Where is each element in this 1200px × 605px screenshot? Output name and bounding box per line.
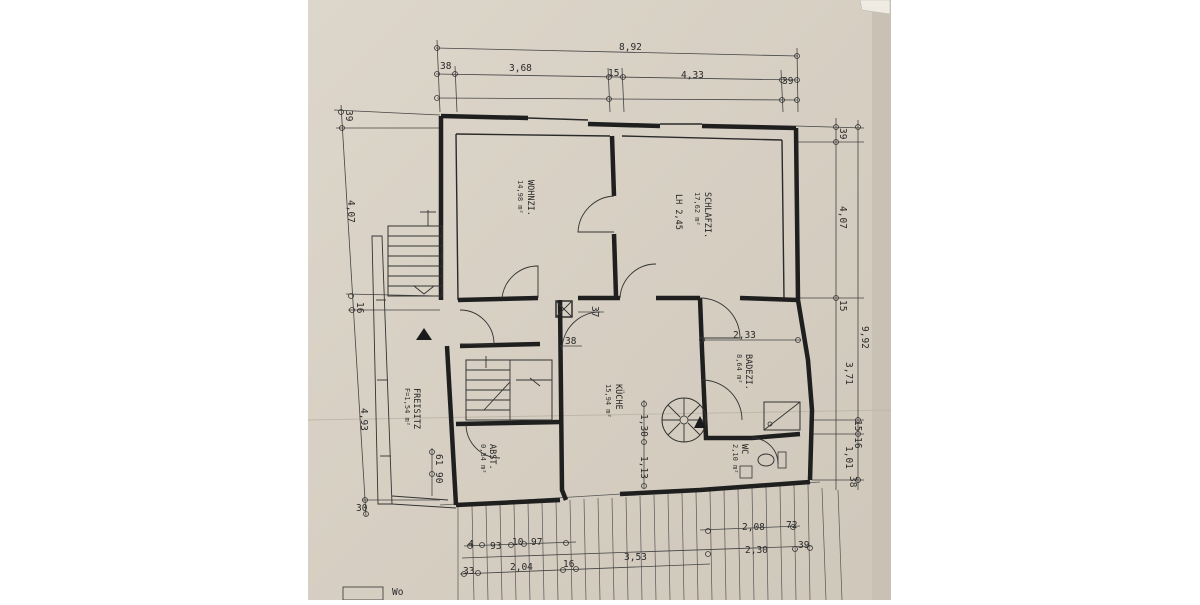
dim-bot-97: 97 [531,537,542,548]
bath-fixtures [739,401,801,479]
room-freisitz-name: FREISITZ [411,388,421,429]
dim-left-30: 30 [356,503,368,514]
dim-top-39: 39 [782,76,794,87]
room-wc-area: 2,10 m² [731,444,739,474]
dim-left-407: 4,07 [345,200,356,223]
dim-left-16: 16 [354,302,365,314]
room-schlafzi-area: 17,62 m² [693,192,701,226]
paper-edge [872,0,891,600]
room-schlafzi-name: SCHLAFZI. [702,192,712,238]
room-kueche-area: 15,94 m² [604,384,612,418]
dim-bot-4: 4 [468,539,474,550]
dim-bot-204: 2,04 [510,562,533,573]
right-dimension-chain: 39 4,07 15 9,92 3,71 15 16 1,01 38 [795,118,870,490]
dim-right-371: 3,71 [843,362,854,385]
room-wohnzi-area: 14,98 m² [516,180,524,214]
dim-inner-233: 2,33 [733,330,756,341]
dim-top-433: 4,33 [681,70,704,81]
dim-right-992: 9,92 [859,326,870,349]
room-badezi-area: 8,64 m² [735,354,743,384]
inner-dimensions: 2,33 37 38 1,30 1,13 61 90 [429,306,801,496]
outer-walls [438,113,815,508]
dim-right-407: 4,07 [837,206,848,229]
dim-bot-208: 2,08 [742,522,765,533]
text-wo: Wo [392,587,404,598]
dim-bot-230: 2,30 [745,545,768,556]
dim-inner-90: 90 [433,472,444,484]
dim-right-15: 15 [837,300,848,311]
room-wc-name: WC [739,444,749,454]
dim-bot-93: 93 [490,541,501,552]
interior-stairs [465,356,553,421]
entrance-arrow [416,328,432,340]
inner-walls [455,135,801,501]
paper-corner [859,0,891,15]
dim-inner-113: 1,13 [638,456,649,479]
dim-left-39: 39 [343,110,354,122]
dim-right-38: 38 [847,476,858,488]
dim-top-38: 38 [440,61,452,72]
bottom-dimension-chain: 4 93 10 97 2,08 72 3,53 2,30 39 33 2,04 … [342,520,813,601]
room-abst-area: 0,84 m² [479,444,487,474]
chimney [555,300,573,318]
dim-bot-16: 16 [563,559,575,570]
dim-bot-39: 39 [798,540,810,551]
top-dimension-chain: 8,92 38 3,68 15 4,33 39 [434,39,800,113]
dim-top-15: 15 [608,68,619,79]
left-dimension-chain: 39 4,07 16 4,93 30 [333,104,441,517]
toilet [757,453,775,467]
spiral-stair [661,397,707,443]
dim-inner-130: 1,30 [638,414,649,437]
dim-bot-10: 10 [512,537,524,548]
dim-left-493: 4,93 [358,408,369,431]
dim-inner-61: 61 [433,454,444,466]
room-badezi-name: BADEZI. [743,354,753,390]
terrace-hatching [439,481,843,601]
paper-fold [307,409,892,421]
dim-right-1516: 15 16 [852,420,863,449]
dim-top-368: 3,68 [509,63,532,74]
dim-top-total: 8,92 [619,42,642,53]
shower-tray [763,401,801,431]
room-wohnzi-name: WOHNZI. [525,180,535,216]
dim-inner-37: 37 [589,306,600,317]
room-abst-name: ABST. [487,444,497,470]
dim-right-101: 1,01 [843,446,854,469]
dim-bot-33: 33 [463,566,474,577]
room-freisitz-area: F=1,54 m² [403,388,411,426]
room-schlafzi-height: LH 2,45 [673,194,683,230]
freisitz-parapet [371,235,457,509]
dim-right-39: 39 [837,128,848,140]
dim-bot-353: 3,53 [624,552,647,563]
dim-bot-72: 72 [786,520,797,531]
dim-inner-38: 38 [565,336,577,347]
room-kueche-name: KÜCHE [613,384,624,410]
entrance-stairs [387,210,443,340]
room-labels: WOHNZI. 14,98 m² SCHLAFZI. 17,62 m² LH 2… [403,180,753,474]
